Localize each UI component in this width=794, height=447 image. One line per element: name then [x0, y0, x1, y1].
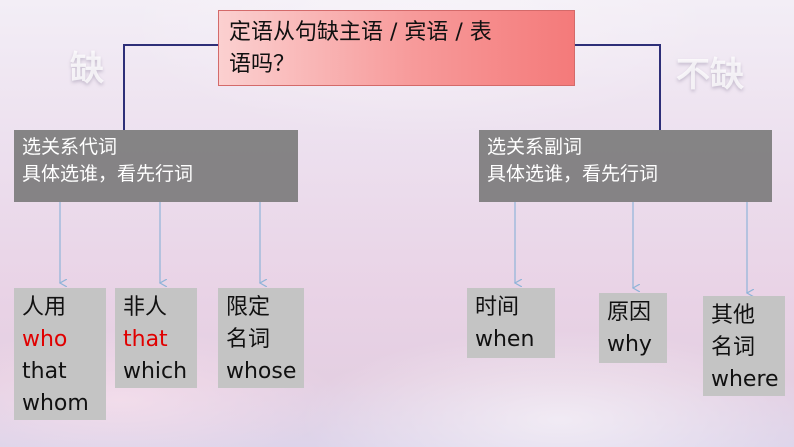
leaf-reason: 原因 why — [599, 293, 667, 363]
left-branch-line-2: 具体选谁，看先行词 — [22, 163, 194, 185]
leaf-reason-why: why — [607, 332, 652, 357]
leaf-other-noun: 其他 名词 where — [703, 296, 785, 396]
leaf-person-head: 人用 — [22, 295, 67, 320]
left-branch-line-1: 选关系代词 — [22, 136, 118, 158]
right-branch-line-2: 具体选谁，看先行词 — [487, 163, 659, 185]
leaf-time: 时间 when — [467, 288, 555, 358]
leaf-restrictive-noun: 限定 名词 whose — [218, 288, 304, 388]
leaf-person: 人用 who that whom — [14, 288, 106, 420]
leaf-other-head-2: 名词 — [711, 335, 756, 360]
leaf-nonperson-which: which — [123, 359, 188, 384]
leaf-other-where: where — [711, 367, 779, 392]
right-branch-box: 选关系副词 具体选谁，看先行词 — [479, 130, 772, 202]
leaf-restrictive-head-2: 名词 — [226, 327, 271, 352]
connector-right — [575, 44, 661, 130]
leaf-time-when: when — [475, 327, 535, 352]
leaf-other-head-1: 其他 — [711, 303, 756, 328]
leaf-person-who: who — [22, 327, 68, 352]
leaf-person-that: that — [22, 359, 67, 384]
ghost-label-left: 缺 — [70, 49, 104, 89]
leaf-restrictive-head-1: 限定 — [226, 295, 271, 320]
leaf-nonperson-that: that — [123, 327, 168, 352]
connector-left — [123, 44, 218, 130]
title-box: 定语从句缺主语 / 宾语 / 表 语吗？ — [218, 10, 575, 86]
title-line-2: 语吗？ — [229, 52, 296, 77]
left-branch-box: 选关系代词 具体选谁，看先行词 — [14, 130, 298, 202]
leaf-reason-head: 原因 — [607, 300, 652, 325]
right-branch-line-1: 选关系副词 — [487, 136, 583, 158]
leaf-person-whom: whom — [22, 391, 89, 416]
leaf-time-head: 时间 — [475, 295, 520, 320]
leaf-nonperson-head: 非人 — [123, 295, 168, 320]
title-line-1: 定语从句缺主语 / 宾语 / 表 — [229, 20, 492, 45]
ghost-label-right: 不缺 — [676, 55, 744, 95]
leaf-restrictive-whose: whose — [226, 359, 297, 384]
leaf-nonperson: 非人 that which — [115, 288, 197, 388]
